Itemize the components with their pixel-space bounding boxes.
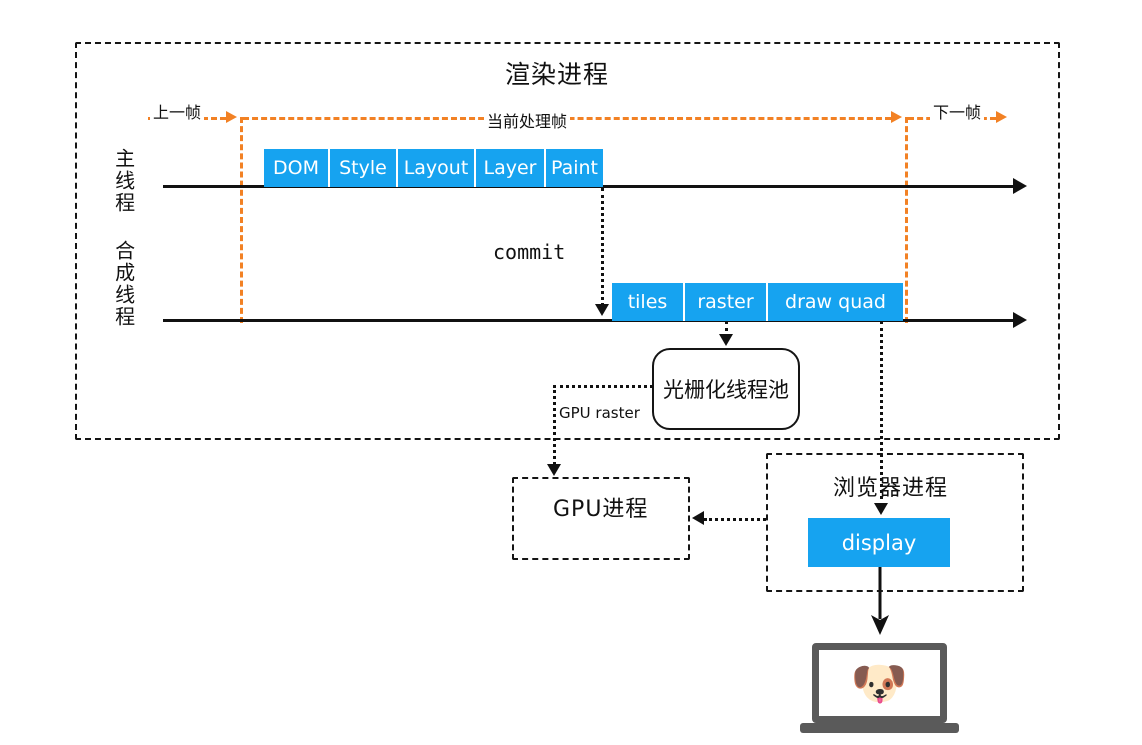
gpu-raster-label: GPU raster [559,404,640,422]
doge-face-icon: 🐶 [850,656,909,710]
current-frame-arrow-icon [891,111,902,123]
device-screen: 🐶 [812,643,947,723]
browser-process-title: 浏览器进程 [833,476,949,501]
previous-frame-arrow-icon [226,111,237,123]
commit-label: commit [493,240,566,264]
stage-layer[interactable]: Layer [476,149,546,187]
next-frame-arrow-icon [996,111,1007,123]
compositor-thread-timeline [163,319,1015,322]
draw-quad-to-display-line [880,321,883,506]
stage-layout[interactable]: Layout [398,149,476,187]
device-base [800,723,959,733]
next-frame-label: 下一帧 [930,99,985,123]
commit-connector-line [601,188,604,306]
gpu-process-title: GPU进程 [553,497,649,522]
gpu-process-box [512,477,690,560]
stage-draw-quad[interactable]: draw quad [768,283,903,321]
main-thread-label: 主线程 [111,148,136,214]
raster-thread-pool-box: 光栅化线程池 [652,348,800,430]
gpu-raster-line-horizontal [553,385,653,388]
renderer-process-title: 渲染进程 [505,60,610,89]
stage-style[interactable]: Style [330,149,398,187]
stage-paint[interactable]: Paint [546,149,603,187]
current-frame-label: 当前处理帧 [484,108,571,132]
browser-to-gpu-line [704,518,766,521]
renderer-process-box [75,42,1060,440]
browser-process-box [766,453,1024,592]
gpu-raster-arrow-icon [547,464,561,476]
main-thread-timeline-arrow-icon [1013,178,1027,194]
browser-to-gpu-arrow-icon [692,511,704,525]
raster-pool-connector-arrow-icon [719,334,733,346]
stage-raster[interactable]: raster [685,283,768,321]
raster-pool-connector-line [725,321,728,337]
previous-frame-label: 上一帧 [150,99,205,123]
frame-end-guide [905,117,908,323]
stage-dom[interactable]: DOM [264,149,330,187]
display-box[interactable]: display [808,518,950,567]
compositor-thread-label: 合成线程 [111,240,136,328]
compositor-thread-timeline-arrow-icon [1013,312,1027,328]
stage-tiles[interactable]: tiles [612,283,685,321]
gpu-raster-line-vertical [553,385,556,471]
draw-quad-to-display-arrow-icon [874,503,888,515]
frame-start-guide [240,117,243,323]
display-to-device-arrow-icon [871,567,889,635]
commit-connector-arrow-icon [595,304,609,316]
display-to-device-arrow [863,567,897,637]
